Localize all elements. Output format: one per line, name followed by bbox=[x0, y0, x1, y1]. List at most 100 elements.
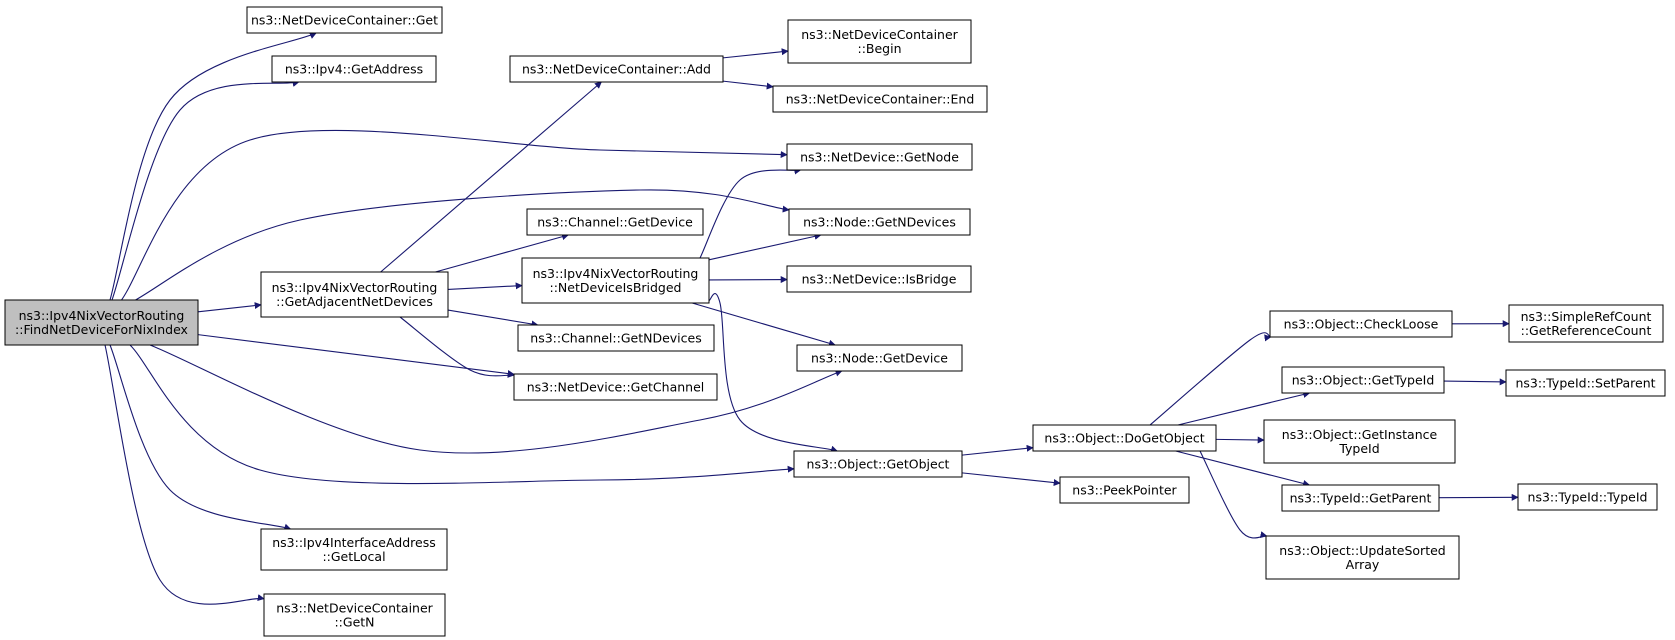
node-label-line: ns3::NetDeviceContainer::Add bbox=[522, 62, 711, 77]
node-label-line: ns3::NetDevice::GetChannel bbox=[527, 380, 705, 395]
node-box bbox=[1281, 366, 1445, 394]
node-box bbox=[1508, 304, 1664, 343]
node-netdevice-getchannel[interactable]: ns3::NetDevice::GetChannel bbox=[513, 373, 718, 401]
node-channel-getndevices[interactable]: ns3::Channel::GetNDevices bbox=[517, 324, 715, 352]
edge-netdevice_isbridged-to-netdevice_getnode bbox=[696, 167, 802, 265]
node-box bbox=[796, 344, 963, 372]
node-label-line: ::FindNetDeviceForNixIndex bbox=[15, 322, 188, 337]
node-label-line: ns3::Object::GetInstance bbox=[1282, 427, 1438, 442]
node-label-line: ns3::NetDeviceContainer::End bbox=[786, 92, 975, 107]
node-label-line: TypeId bbox=[1338, 441, 1379, 456]
node-netdevice-getnode[interactable]: ns3::NetDevice::GetNode bbox=[786, 143, 973, 171]
node-label-line: ns3::Node::GetDevice bbox=[811, 351, 948, 366]
node-label-line: ns3::NetDevice::GetNode bbox=[800, 150, 959, 165]
node-label-line: ::Begin bbox=[857, 41, 901, 56]
node-object-dogetobject[interactable]: ns3::Object::DoGetObject bbox=[1032, 424, 1217, 452]
node-netdevice-isbridge[interactable]: ns3::NetDevice::IsBridge bbox=[786, 265, 972, 293]
edge-netdevice_isbridged-to-object_getobject bbox=[708, 293, 838, 453]
node-label-line: ns3::Channel::GetNDevices bbox=[530, 331, 701, 346]
node-ndc-end[interactable]: ns3::NetDeviceContainer::End bbox=[772, 85, 988, 113]
node-box bbox=[246, 6, 443, 34]
node-box bbox=[1059, 476, 1190, 504]
node-label-line: ns3::TypeId::SetParent bbox=[1515, 376, 1655, 391]
edge-object_gettypeid-to-typeid_setparent bbox=[1443, 378, 1507, 386]
node-box bbox=[1265, 535, 1460, 580]
node-label-line: ns3::NetDevice::IsBridge bbox=[802, 272, 957, 287]
node-label-line: ns3::Ipv4InterfaceAddress bbox=[272, 535, 436, 550]
node-peekpointer[interactable]: ns3::PeekPointer bbox=[1059, 476, 1190, 504]
node-typeid-getparent[interactable]: ns3::TypeId::GetParent bbox=[1281, 484, 1440, 512]
node-label-line: ::GetAdjacentNetDevices bbox=[276, 294, 433, 309]
node-box bbox=[1263, 419, 1456, 464]
edge-object_dogetobject-to-object_checkloose bbox=[1142, 332, 1272, 432]
node-ipv4-getaddress[interactable]: ns3::Ipv4::GetAddress bbox=[271, 55, 437, 83]
node-label-line: ns3::Object::UpdateSorted bbox=[1279, 543, 1445, 558]
node-box bbox=[271, 55, 437, 83]
node-get-adjacent[interactable]: ns3::Ipv4NixVectorRouting::GetAdjacentNe… bbox=[260, 271, 449, 318]
node-box bbox=[788, 208, 971, 236]
node-object-getobject[interactable]: ns3::Object::GetObject bbox=[793, 450, 963, 478]
node-node-getdevice[interactable]: ns3::Node::GetDevice bbox=[796, 344, 963, 372]
node-label-line: ns3::NetDeviceContainer bbox=[801, 27, 958, 42]
node-node-getndevices[interactable]: ns3::Node::GetNDevices bbox=[788, 208, 971, 236]
node-box bbox=[517, 324, 715, 352]
node-box bbox=[526, 208, 704, 236]
node-label-line: ns3::TypeId::GetParent bbox=[1290, 491, 1432, 506]
node-label-line: ns3::Ipv4NixVectorRouting bbox=[272, 280, 438, 295]
node-box bbox=[772, 85, 988, 113]
node-label-line: ns3::Object::GetObject bbox=[807, 457, 950, 472]
node-box bbox=[1517, 483, 1658, 511]
node-box bbox=[1505, 369, 1666, 397]
node-typeid-setparent[interactable]: ns3::TypeId::SetParent bbox=[1505, 369, 1666, 397]
node-label-line: ns3::Object::GetTypeId bbox=[1292, 373, 1435, 388]
edge-ndc_add-to-ndc_end bbox=[722, 80, 774, 90]
node-ndc-begin[interactable]: ns3::NetDeviceContainer::Begin bbox=[787, 19, 972, 64]
node-box bbox=[793, 450, 963, 478]
node-box bbox=[513, 373, 718, 401]
node-ndc-getn[interactable]: ns3::NetDeviceContainer::GetN bbox=[263, 593, 446, 637]
call-edges bbox=[100, 32, 1519, 605]
node-ndc-get[interactable]: ns3::NetDeviceContainer::Get bbox=[246, 6, 443, 34]
edge-root-to-netdevice_getchannel bbox=[197, 334, 515, 377]
node-label-line: Array bbox=[1346, 557, 1380, 572]
edge-object_dogetobject-to-object_gettypeid bbox=[1177, 391, 1311, 426]
edge-get_adjacent-to-channel_getndevices bbox=[447, 309, 539, 328]
node-ipv4if-getlocal[interactable]: ns3::Ipv4InterfaceAddress::GetLocal bbox=[260, 528, 448, 571]
edge-root-to-get_adjacent bbox=[197, 302, 262, 313]
node-box bbox=[786, 143, 973, 171]
edge-object_dogetobject-to-typeid_getparent bbox=[1175, 450, 1311, 487]
node-box bbox=[4, 299, 199, 346]
node-label-line: ns3::Node::GetNDevices bbox=[803, 215, 956, 230]
node-object-checkloose[interactable]: ns3::Object::CheckLoose bbox=[1269, 310, 1453, 338]
node-box bbox=[260, 528, 448, 571]
node-object-gettypeid[interactable]: ns3::Object::GetTypeId bbox=[1281, 366, 1445, 394]
node-netdevice-isbridged[interactable]: ns3::Ipv4NixVectorRouting::NetDeviceIsBr… bbox=[521, 257, 710, 304]
node-box bbox=[1269, 310, 1453, 338]
node-label-line: ns3::NetDeviceContainer bbox=[276, 601, 433, 616]
node-label-line: ns3::Object::DoGetObject bbox=[1044, 431, 1204, 446]
node-channel-getdevice[interactable]: ns3::Channel::GetDevice bbox=[526, 208, 704, 236]
node-label-line: ns3::TypeId::TypeId bbox=[1528, 490, 1648, 505]
node-box bbox=[260, 271, 449, 318]
node-box bbox=[786, 265, 972, 293]
node-label-line: ns3::Ipv4NixVectorRouting bbox=[533, 266, 699, 281]
edge-root-to-node_getdevice bbox=[129, 336, 843, 454]
call-nodes: ns3::Ipv4NixVectorRouting::FindNetDevice… bbox=[4, 6, 1666, 637]
node-label-line: ::GetReferenceCount bbox=[1521, 323, 1652, 338]
node-simplerefcount[interactable]: ns3::SimpleRefCount::GetReferenceCount bbox=[1508, 304, 1664, 343]
node-label-line: ns3::PeekPointer bbox=[1072, 483, 1177, 498]
node-label-line: ::NetDeviceIsBridged bbox=[550, 280, 682, 295]
node-root[interactable]: ns3::Ipv4NixVectorRouting::FindNetDevice… bbox=[4, 299, 199, 346]
node-label-line: ::GetN bbox=[334, 615, 374, 630]
node-typeid-typeid[interactable]: ns3::TypeId::TypeId bbox=[1517, 483, 1658, 511]
node-label-line: ns3::NetDeviceContainer::Get bbox=[251, 13, 438, 28]
node-label-line: ns3::Ipv4::GetAddress bbox=[285, 62, 423, 77]
edge-object_getobject-to-object_dogetobject bbox=[961, 444, 1034, 456]
node-box bbox=[1281, 484, 1440, 512]
edge-netdevice_isbridged-to-node_getndevices bbox=[708, 232, 822, 261]
edge-ndc_add-to-ndc_begin bbox=[722, 48, 789, 59]
node-ndc-add[interactable]: ns3::NetDeviceContainer::Add bbox=[509, 55, 724, 83]
